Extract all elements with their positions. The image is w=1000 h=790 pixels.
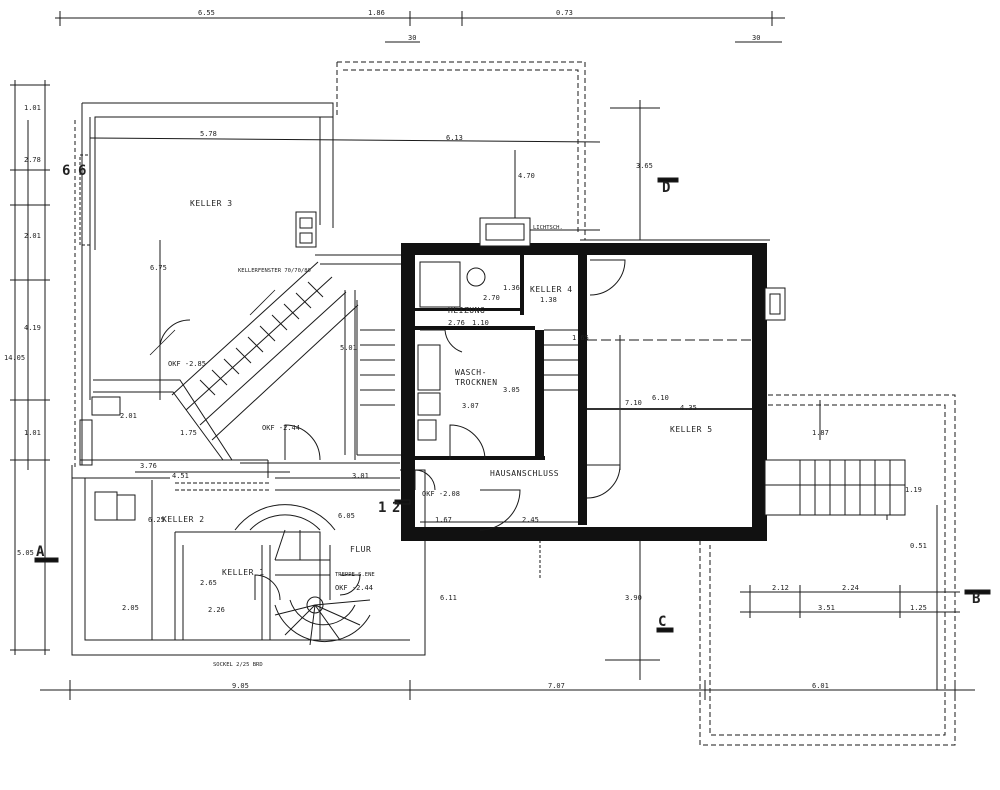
dim-167: 1.67 <box>435 516 452 524</box>
dim-501: 5.01 <box>340 344 357 352</box>
dim-left-2: 2.01 <box>24 232 41 240</box>
dim-top-2: 1.86 <box>368 9 385 17</box>
dim-212: 2.12 <box>772 584 789 592</box>
dim-left-3: 4.19 <box>24 324 41 332</box>
dim-119: 1.19 <box>905 486 922 494</box>
dim-710: 7.10 <box>625 399 642 407</box>
misc-details <box>79 154 600 521</box>
note-okf-244-flur: OKF -2.44 <box>335 584 373 592</box>
dim-245: 2.45 <box>522 516 539 524</box>
dim-270: 2.70 <box>483 294 500 302</box>
dim-left-7: 14.05 <box>4 354 25 362</box>
room-keller-4: KELLER 4 <box>530 285 573 294</box>
dimension-lines <box>10 11 975 700</box>
dim-187: 1.87 <box>812 429 829 437</box>
marker-c: C <box>658 614 666 630</box>
room-keller-3: KELLER 3 <box>190 199 233 208</box>
dim-470: 4.70 <box>518 172 535 180</box>
room-keller-5: KELLER 5 <box>670 425 713 434</box>
dim-205: 2.05 <box>122 604 139 612</box>
dim-165: 1.65 <box>572 334 589 342</box>
dim-175: 1.75 <box>180 429 197 437</box>
dim-365: 3.65 <box>636 162 653 170</box>
dim-601: 6.01 <box>812 682 829 690</box>
section-markers <box>34 177 991 633</box>
dim-top-3: 0.73 <box>556 9 573 17</box>
dim-top-30-b: 30 <box>752 34 760 42</box>
dim-136: 1.36 <box>503 284 520 292</box>
room-hausanschluss: HAUSANSCHLUSS <box>490 469 559 478</box>
dim-610: 6.10 <box>652 394 669 402</box>
dim-435: 4.35 <box>680 404 697 412</box>
dim-left-6: 2.78 <box>24 156 41 164</box>
dim-276: 2.76 <box>448 319 465 327</box>
dim-351: 3.51 <box>818 604 835 612</box>
dim-613: 6.13 <box>446 134 463 142</box>
dim-451: 4.51 <box>172 472 189 480</box>
room-keller-1: KELLER 1 <box>222 568 265 577</box>
dim-201: 2.01 <box>120 412 137 420</box>
room-wasch: WASCH- <box>455 368 487 377</box>
dim-top-30-a: 30 <box>408 34 416 42</box>
marker-6-left: 6 <box>62 163 70 179</box>
room-heizung: HEIZUNG <box>448 306 485 315</box>
dim-578: 5.78 <box>200 130 217 138</box>
dim-138: 1.38 <box>540 296 557 304</box>
note-okf-208: OKF -2.08 <box>422 490 460 498</box>
marker-b: B <box>972 591 980 607</box>
dim-675: 6.75 <box>150 264 167 272</box>
note-sockel: SOCKEL 2/25 BRD <box>213 662 263 668</box>
dim-625: 6.25 <box>148 516 165 524</box>
dim-301: 3.01 <box>352 472 369 480</box>
dim-707: 7.07 <box>548 682 565 690</box>
marker-1: 1 <box>378 500 386 516</box>
dim-390: 3.90 <box>625 594 642 602</box>
dim-611: 6.11 <box>440 594 457 602</box>
dimension-texts: 6.55 1.86 0.73 30 30 5.78 6.13 4.70 6.75… <box>4 9 927 690</box>
door-swings <box>159 259 626 601</box>
main-building-walls <box>295 211 906 541</box>
marker-d: D <box>662 180 670 196</box>
note-lichtschacht: LICHTSCH. <box>533 225 563 231</box>
dim-905: 9.05 <box>232 682 249 690</box>
marker-a: A <box>36 544 45 560</box>
dim-265: 2.65 <box>200 579 217 587</box>
left-building-walls <box>71 102 426 656</box>
dim-307: 3.07 <box>462 402 479 410</box>
room-trocknen: TROCKNEN <box>455 378 498 387</box>
marker-6-right: 6 <box>78 163 86 179</box>
spiral-staircase <box>234 504 371 646</box>
note-okf-244-left: OKF -2.44 <box>262 424 300 432</box>
dim-125: 1.25 <box>910 604 927 612</box>
dim-226: 2.26 <box>208 606 225 614</box>
dim-top-1: 6.55 <box>198 9 215 17</box>
dim-224: 2.24 <box>842 584 859 592</box>
note-treppe: TREPPE S.ENE <box>335 572 375 578</box>
room-keller-2: KELLER 2 <box>162 515 205 524</box>
dim-left-4: 1.01 <box>24 429 41 437</box>
dim-left-5: 5.05 <box>17 549 34 557</box>
dim-376: 3.76 <box>140 462 157 470</box>
diagonal-staircase <box>149 261 359 441</box>
dim-305: 3.05 <box>503 386 520 394</box>
dim-051: 0.51 <box>910 542 927 550</box>
marker-2: 2 <box>392 500 400 516</box>
dim-left-1: 1.01 <box>24 104 41 112</box>
note-kellerfenster: KELLERFENSTER 70/70/80 <box>238 268 311 274</box>
dashed-outlines <box>336 61 956 746</box>
dim-605: 6.05 <box>338 512 355 520</box>
note-okf-285: OKF -2.85 <box>168 360 206 368</box>
room-flur: FLUR <box>350 545 371 554</box>
dim-110: 1.10 <box>472 319 489 327</box>
